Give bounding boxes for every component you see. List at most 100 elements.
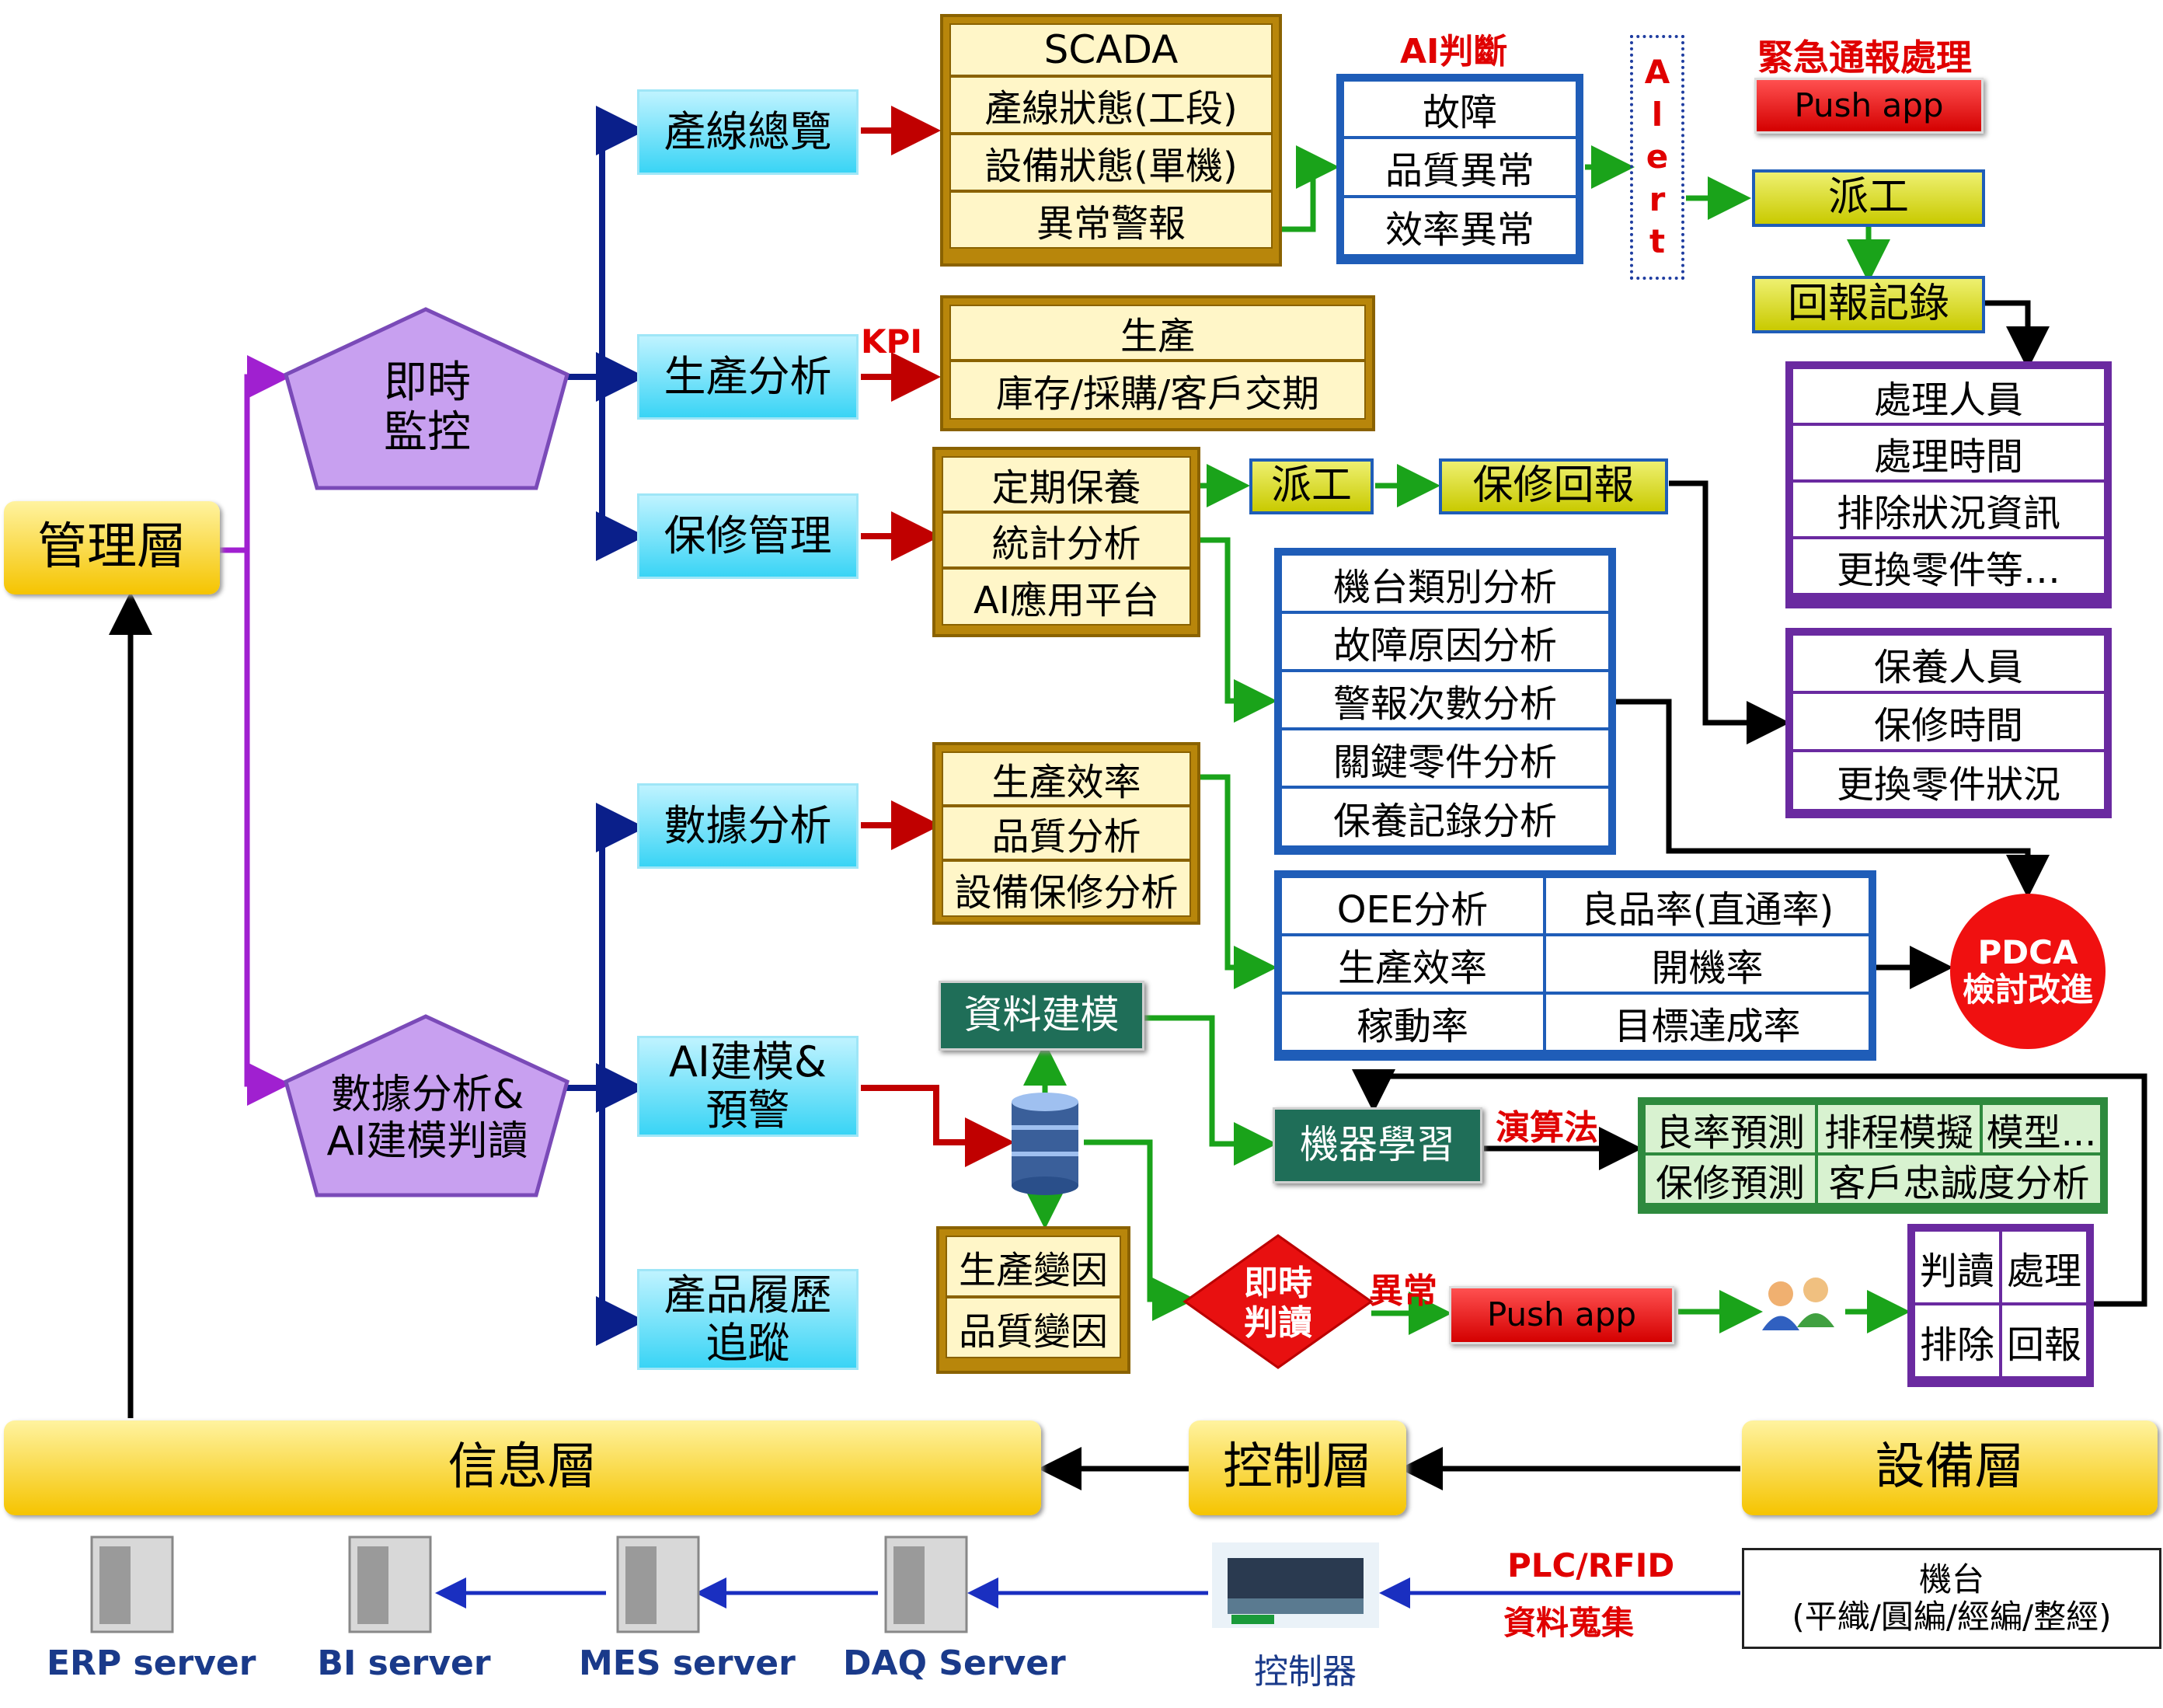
data-modeling-box: 資料建模 [939, 981, 1144, 1051]
maint-dispatch-label: 派工 [1270, 462, 1352, 510]
database-icon [1012, 1093, 1078, 1195]
pdca-circle [1950, 894, 2106, 1049]
realtime-label-1: 即時 [384, 357, 471, 408]
arrow-to-traceability [596, 1088, 646, 1346]
traceability-module[interactable]: 產品履歷 追蹤 [637, 1269, 859, 1370]
ai-modeling-label-2: 預警 [705, 1086, 790, 1135]
handle-process: 處理 [2001, 1230, 2088, 1304]
prediction-schedule: 排程模擬 [1816, 1103, 1981, 1155]
prediction-model: 模型... [1981, 1103, 2102, 1155]
oee-efficiency: 生產效率 [1280, 935, 1545, 993]
machine-learning-box: 機器學習 [1273, 1107, 1482, 1183]
realtime-pentagon: 即時 監控 [311, 342, 544, 474]
analysis-box: 機台類別分析 故障原因分析 警報次數分析 關鍵零件分析 保養記錄分析 [1274, 548, 1616, 855]
ai-efficiency-abnormal: 效率異常 [1343, 197, 1577, 256]
emergency-push-label: Push app [1794, 85, 1944, 124]
traceability-label-2: 追蹤 [705, 1319, 790, 1368]
erp-server-label: ERP server [47, 1644, 256, 1683]
data-efficiency: 生產效率 [942, 751, 1191, 806]
oee-box: OEE分析 良品率(直通率) 生產效率 開機率 稼動率 目標達成率 [1274, 870, 1876, 1061]
arrow-report-to-maint-record [1669, 480, 1790, 744]
maint-periodic: 定期保養 [942, 456, 1191, 512]
push-app-button[interactable]: Push app [1449, 1286, 1674, 1344]
analysis-fault-cause: 故障原因分析 [1280, 612, 1610, 671]
machine-label: 機台 [1918, 1560, 1984, 1598]
arrow-alarm-to-ai [1274, 145, 1339, 232]
controller-label: 控制器 [1254, 1652, 1357, 1692]
maint-report-box: 保修回報 [1439, 458, 1668, 514]
scada-title: SCADA [949, 23, 1273, 76]
production-label: 生產 [949, 305, 1366, 361]
production-analysis-module[interactable]: 生產分析 [637, 334, 859, 420]
management-layer: 管理層 [4, 501, 220, 594]
maint-report-label: 保修回報 [1472, 462, 1635, 510]
maint-record-box: 保養人員 保修時間 更換零件狀況 [1785, 628, 2112, 818]
emergency-title: 緊急通報處理 [1757, 37, 1972, 78]
daq-server-label: DAQ Server [843, 1644, 1066, 1683]
ai-modeling-module[interactable]: AI建模& 預警 [637, 1036, 859, 1137]
analysis-key-parts: 關鍵零件分析 [1280, 729, 1610, 787]
line-overview-label: 產線總覽 [664, 106, 832, 156]
oee-analysis: OEE分析 [1280, 877, 1545, 935]
arrow-to-line-overview [567, 106, 646, 380]
control-layer-label: 控制層 [1223, 1438, 1372, 1497]
emergency-push-app-button[interactable]: Push app [1754, 78, 1984, 134]
handling-time: 處理時間 [1792, 424, 2106, 481]
data-analysis-label: 數據分析 [664, 800, 832, 850]
data-maint-analysis: 設備保修分析 [942, 860, 1191, 917]
arrow-db-to-judge [1084, 1139, 1196, 1321]
prediction-box: 良率預測 排程模擬 模型... 保修預測 客戶忠誠度分析 [1638, 1097, 2108, 1214]
handling-parts: 更換零件等… [1792, 538, 2106, 594]
maint-statistics: 統計分析 [942, 512, 1191, 568]
bi-server-icon [348, 1535, 432, 1633]
arrow-mgmt-realtime [208, 355, 291, 553]
pdca-label: PDCA [1977, 932, 2078, 971]
inventory-label: 庫存/採購/客戶交期 [949, 361, 1366, 420]
erp-server-icon [90, 1535, 174, 1633]
equipment-layer-label: 設備層 [1875, 1438, 2025, 1497]
dispatch-box: 派工 [1752, 169, 1985, 227]
machine-box: 機台 (平織/圓編/經編/整經) [1742, 1548, 2161, 1649]
machine-types-label: (平織/圓編/經編/整經) [1792, 1598, 2112, 1636]
push-app-label: Push app [1486, 1295, 1637, 1334]
bi-server-label: BI server [317, 1644, 491, 1683]
factor-production: 生產變因 [946, 1236, 1121, 1297]
data-collection-label: 資料蒐集 [1503, 1604, 1635, 1642]
realtime-judge-label-1: 即時 [1244, 1263, 1312, 1303]
oee-utilization: 稼動率 [1280, 993, 1545, 1051]
kpi-label: KPI [861, 322, 922, 361]
handle-box: 判讀 處理 排除 回報 [1907, 1224, 2094, 1387]
algorithm-label: 演算法 [1496, 1108, 1598, 1148]
realtime-pentagon-shape [284, 307, 569, 490]
scada-alarm: 異常警報 [949, 191, 1273, 249]
maint-record-person: 保養人員 [1792, 634, 2106, 692]
abnormal-label: 異常 [1369, 1271, 1437, 1311]
mes-server-label: MES server [579, 1644, 796, 1683]
equipment-layer: 設備層 [1742, 1420, 2158, 1515]
analysis-maint-record: 保養記錄分析 [1280, 787, 1610, 847]
oee-uptime: 開機率 [1545, 935, 1870, 993]
oee-yield-rate: 良品率(直通率) [1545, 877, 1870, 935]
daq-server-icon [884, 1535, 968, 1633]
people-icon [1762, 1278, 1834, 1330]
production-box: 生產 庫存/採購/客戶交期 [940, 295, 1375, 431]
arrow-mgmt-analysis [244, 550, 291, 1106]
info-layer: 信息層 [4, 1420, 1041, 1515]
handle-report: 回報 [2001, 1304, 2088, 1378]
analysis-label-2: AI建模判讀 [326, 1118, 528, 1165]
data-analysis-module[interactable]: 數據分析 [637, 783, 859, 869]
ai-modeling-label-1: AI建模& [669, 1037, 827, 1086]
alert-letter-a: A [1644, 53, 1670, 92]
data-modeling-label: 資料建模 [963, 992, 1120, 1038]
maint-ai-platform: AI應用平台 [942, 568, 1191, 626]
maintenance-module[interactable]: 保修管理 [637, 493, 859, 579]
arrow-to-database [861, 1085, 1015, 1167]
alert-letter-t: t [1649, 222, 1666, 261]
management-layer-label: 管理層 [37, 518, 186, 577]
prediction-yield: 良率預測 [1644, 1103, 1816, 1155]
maintenance-box: 定期保養 統計分析 AI應用平台 [932, 447, 1200, 637]
line-overview-module[interactable]: 產線總覽 [637, 89, 859, 175]
data-box: 生產效率 品質分析 設備保修分析 [932, 742, 1200, 925]
